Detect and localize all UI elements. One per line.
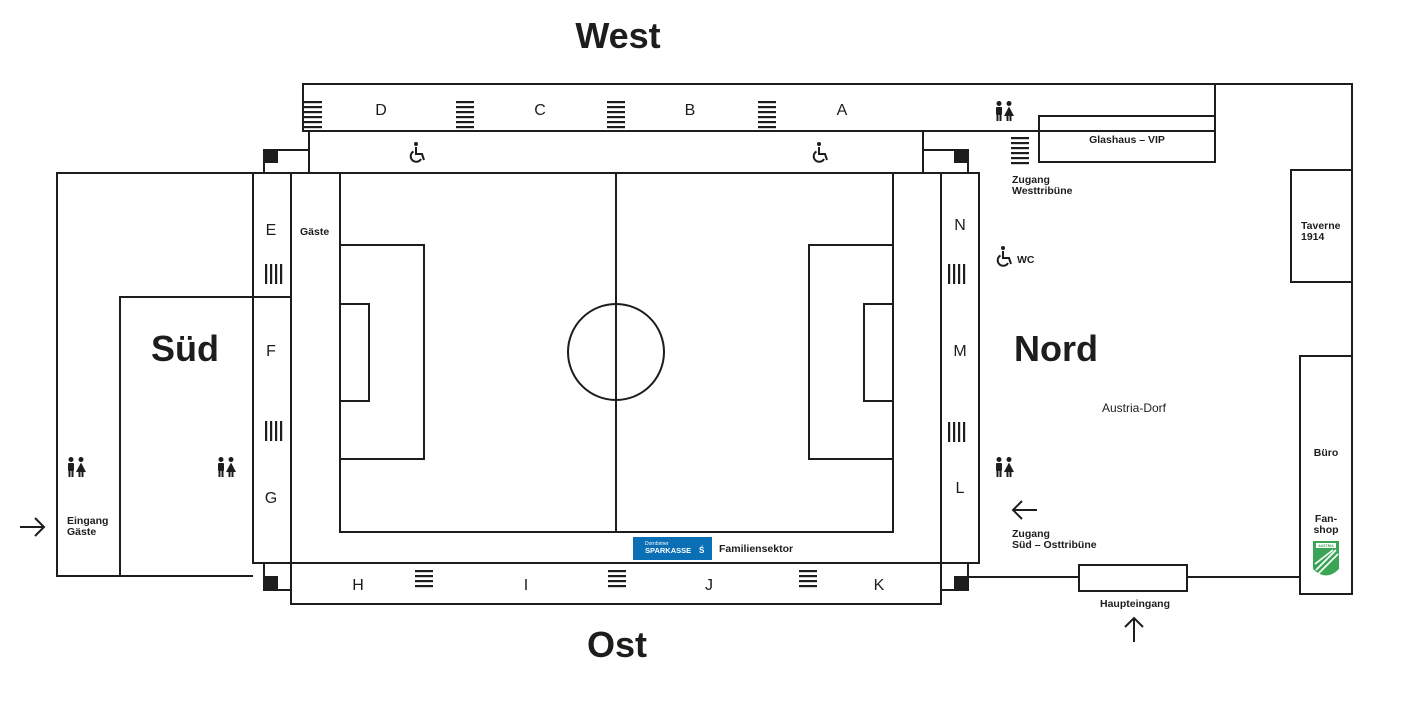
section-k[interactable]: K bbox=[874, 577, 885, 594]
familiensektor-label: Familiensektor bbox=[719, 543, 793, 555]
taverne-label-2: 1914 bbox=[1301, 231, 1325, 243]
arrow-right-icon bbox=[20, 517, 46, 537]
stairs-icon bbox=[456, 101, 474, 129]
direction-west: West bbox=[575, 15, 660, 56]
svg-text:Ś: Ś bbox=[699, 546, 705, 555]
stairs-icon bbox=[265, 264, 283, 284]
toilet-icon bbox=[218, 457, 236, 477]
fanshop-logo-text: AUSTRIA bbox=[1318, 544, 1334, 548]
corner-pieces bbox=[263, 149, 969, 591]
section-b[interactable]: B bbox=[685, 102, 696, 119]
stairs-icon bbox=[607, 101, 625, 129]
section-h[interactable]: H bbox=[352, 577, 364, 594]
taverne-box bbox=[1290, 169, 1353, 283]
sued-area bbox=[56, 172, 291, 577]
stairs-icon bbox=[304, 101, 322, 129]
sparkasse-logo: Dornbirner SPARKASSE Ś bbox=[633, 537, 712, 560]
sponsor-small-text: Dornbirner bbox=[645, 541, 669, 547]
zugang-west-label-2: Westtribüne bbox=[1012, 185, 1073, 197]
west-stand bbox=[302, 83, 1216, 174]
section-i[interactable]: I bbox=[524, 577, 528, 594]
stairs-icon bbox=[415, 570, 433, 588]
pitch bbox=[290, 172, 942, 564]
wheelchair-icon bbox=[812, 142, 828, 163]
fanshop-label-2: shop bbox=[1313, 524, 1338, 536]
section-j[interactable]: J bbox=[705, 577, 713, 594]
section-n[interactable]: N bbox=[954, 217, 966, 234]
wheelchair-icon bbox=[409, 142, 425, 163]
stairs-icon bbox=[608, 570, 626, 588]
wc-label: WC bbox=[1017, 254, 1035, 266]
zugang-west-label-1: Zugang bbox=[1012, 174, 1050, 186]
arrow-up-icon bbox=[1124, 616, 1144, 642]
gaeste-label: Gäste bbox=[300, 226, 329, 238]
section-d[interactable]: D bbox=[375, 102, 387, 119]
ost-stand bbox=[290, 562, 942, 605]
section-a[interactable]: A bbox=[837, 102, 848, 119]
arrow-left-icon bbox=[1011, 500, 1037, 520]
stairs-icon bbox=[1011, 137, 1029, 165]
wheelchair-icon bbox=[996, 246, 1012, 267]
section-e[interactable]: E bbox=[266, 222, 277, 239]
eingang-gaeste-label-1: Eingang bbox=[67, 515, 108, 527]
section-m[interactable]: M bbox=[953, 343, 966, 360]
stairs-icon bbox=[265, 421, 283, 441]
zugang-suedost-label-2: Süd – Osttribüne bbox=[1012, 539, 1097, 551]
section-c[interactable]: C bbox=[534, 102, 546, 119]
haupteingang-box bbox=[1078, 564, 1188, 592]
glashaus-vip-box bbox=[1038, 115, 1216, 163]
fanshop-label-1: Fan- bbox=[1315, 513, 1338, 525]
austria-dorf-label: Austria-Dorf bbox=[1102, 401, 1167, 415]
direction-nord: Nord bbox=[1014, 328, 1098, 369]
stairs-icon bbox=[799, 570, 817, 588]
sponsor-name-text: SPARKASSE bbox=[645, 546, 691, 555]
taverne-label-1: Taverne bbox=[1301, 220, 1341, 232]
toilet-icon bbox=[996, 101, 1014, 121]
eingang-gaeste-label-2: Gäste bbox=[67, 526, 96, 538]
section-f[interactable]: F bbox=[266, 343, 276, 360]
austria-fanshop-logo: AUSTRIA bbox=[1313, 541, 1339, 576]
zugang-suedost-label-1: Zugang bbox=[1012, 528, 1050, 540]
direction-sued: Süd bbox=[151, 328, 219, 369]
glashaus-vip-label: Glashaus – VIP bbox=[1089, 134, 1165, 146]
stairs-icon bbox=[948, 264, 966, 284]
buero-label: Büro bbox=[1314, 447, 1339, 459]
direction-ost: Ost bbox=[587, 624, 647, 665]
section-g[interactable]: G bbox=[265, 490, 277, 507]
buero-fanshop-box bbox=[1299, 355, 1353, 595]
haupteingang-label: Haupteingang bbox=[1100, 598, 1170, 610]
section-l[interactable]: L bbox=[956, 480, 965, 497]
stairs-icon bbox=[758, 101, 776, 129]
stairs-icon bbox=[948, 422, 966, 442]
toilet-icon bbox=[996, 457, 1014, 477]
toilet-icon bbox=[68, 457, 86, 477]
